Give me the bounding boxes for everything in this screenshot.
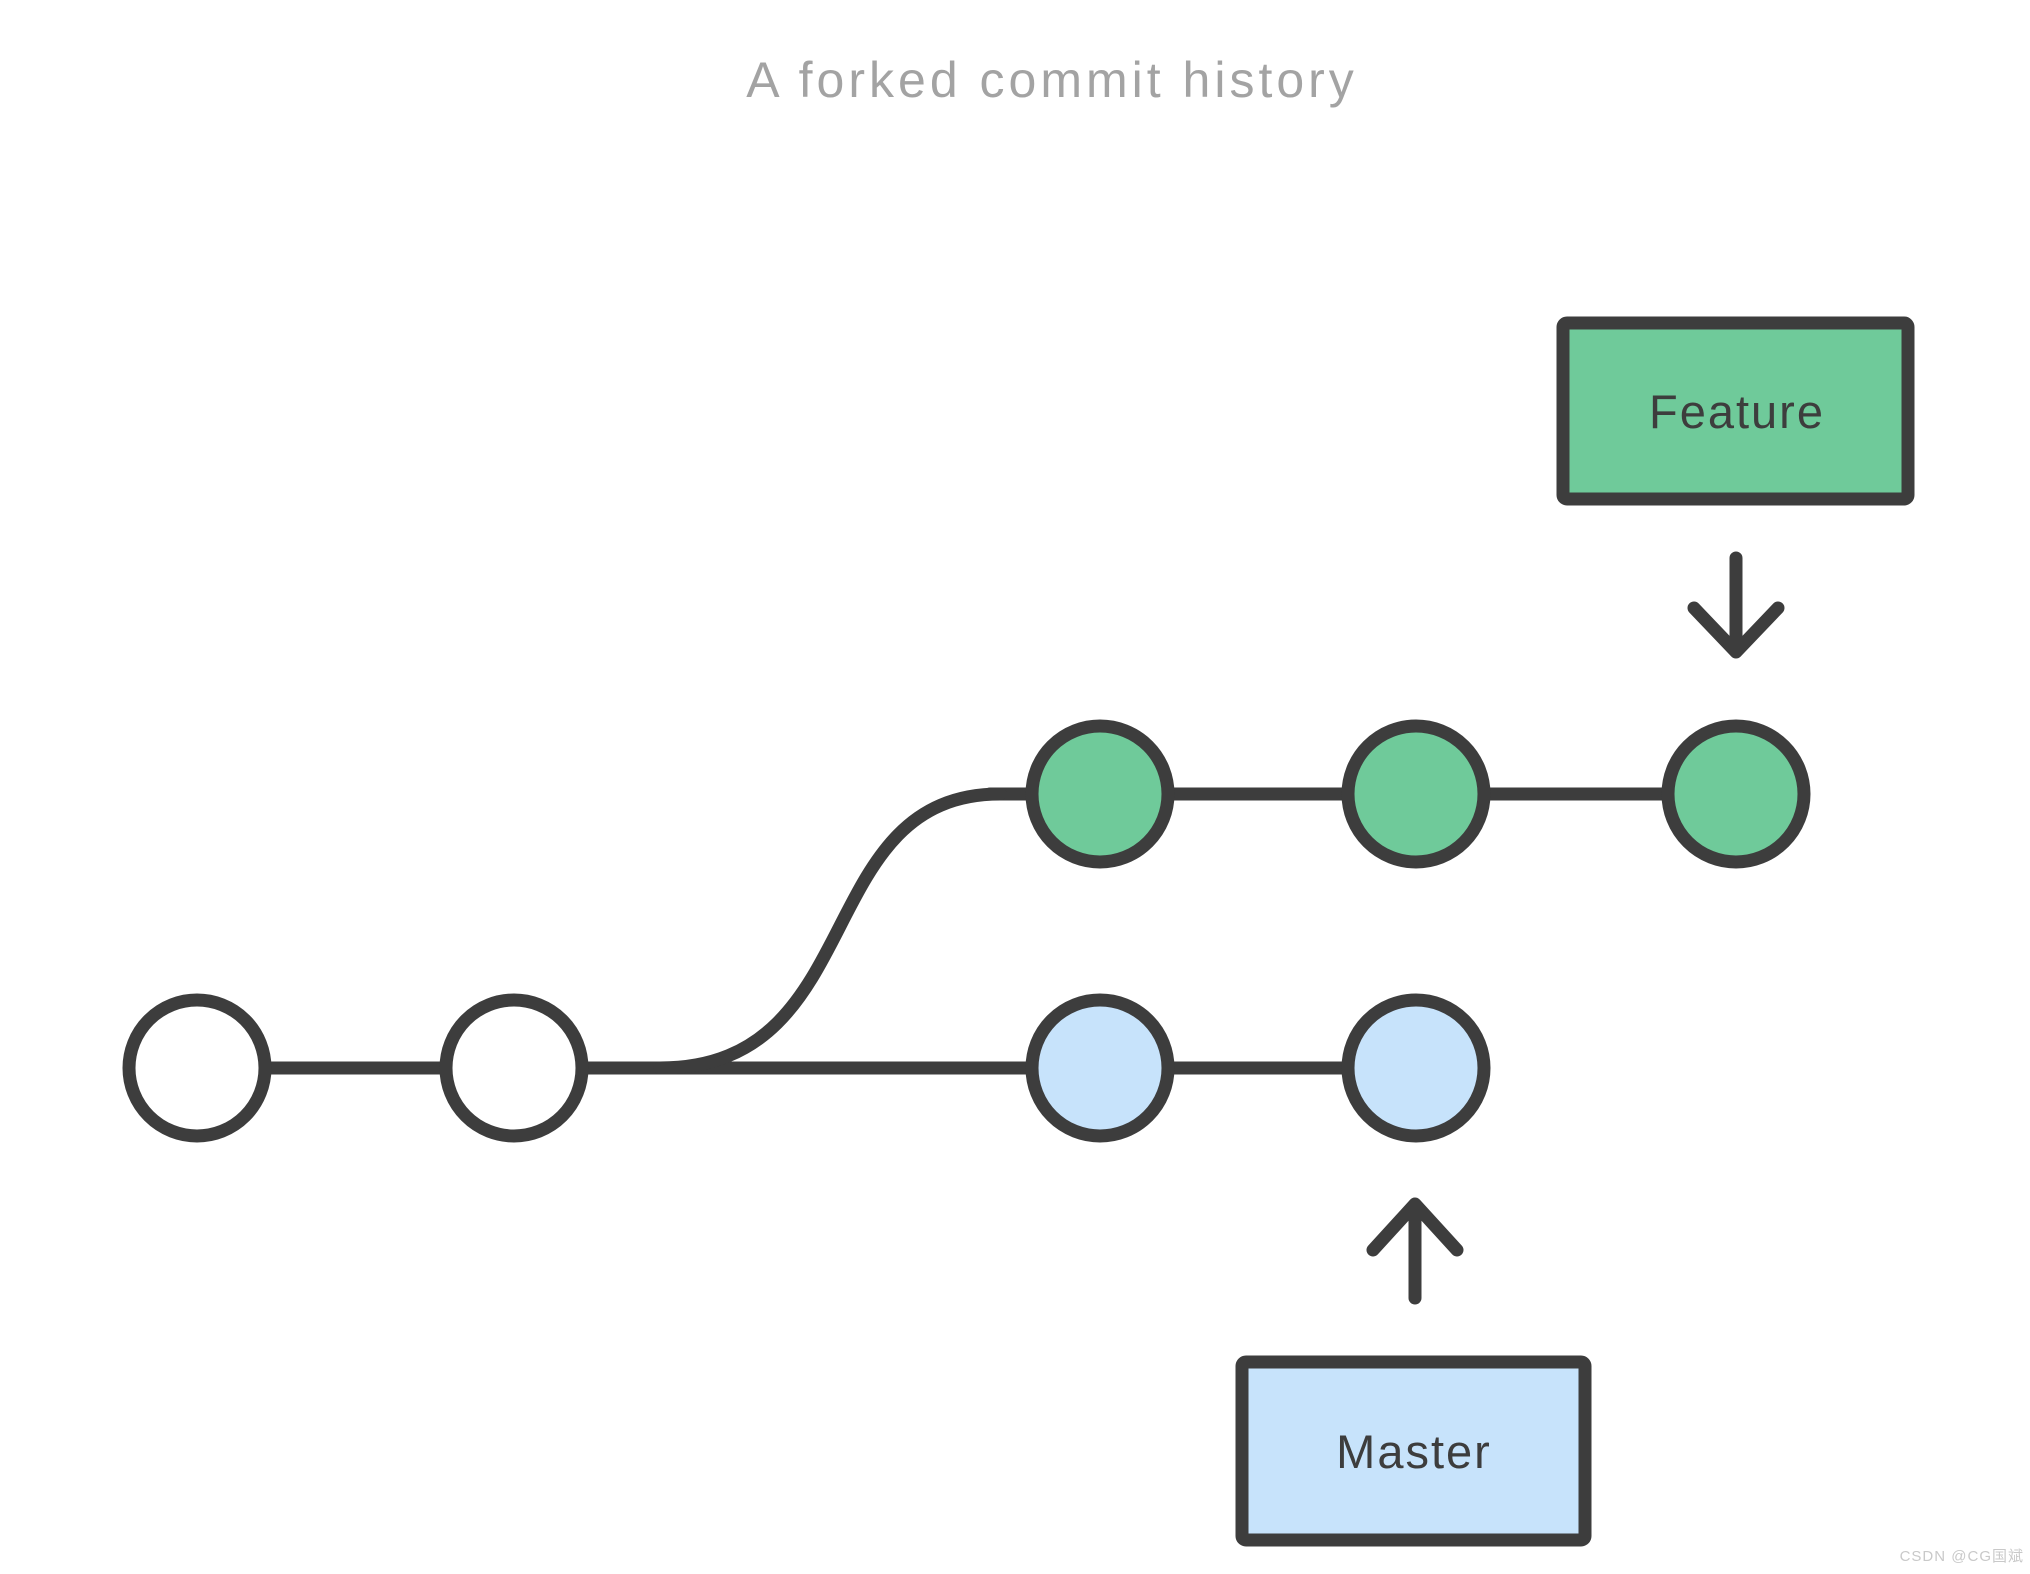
master-branch-pointer: Master — [1235, 1197, 1592, 1547]
feature-down-arrow-icon — [1687, 551, 1785, 659]
master-branch-box — [1235, 1355, 1592, 1547]
feature-commits — [1025, 719, 1811, 869]
commit-node-feature-1 — [1025, 719, 1175, 869]
diagram-title: A forked commit history — [746, 52, 1358, 108]
master-commits — [1025, 993, 1491, 1143]
fork-curve — [653, 787, 1007, 1075]
commit-node-master-1 — [1025, 993, 1175, 1143]
feature-branch-label: Feature — [1649, 385, 1825, 438]
commit-node-base-1 — [122, 993, 272, 1143]
commit-node-master-2 — [1341, 993, 1491, 1143]
master-branch-label: Master — [1336, 1425, 1492, 1478]
commit-node-base-2 — [439, 993, 589, 1143]
master-up-arrow-icon — [1366, 1197, 1464, 1305]
commit-node-feature-3 — [1661, 719, 1811, 869]
watermark: CSDN @CG国斌 — [1900, 1548, 2024, 1565]
feature-branch-pointer: Feature — [1556, 316, 1915, 659]
base-commits — [122, 993, 589, 1143]
feature-branch-box — [1556, 316, 1915, 506]
commit-node-feature-2 — [1341, 719, 1491, 869]
branch-edges — [190, 787, 1743, 1075]
